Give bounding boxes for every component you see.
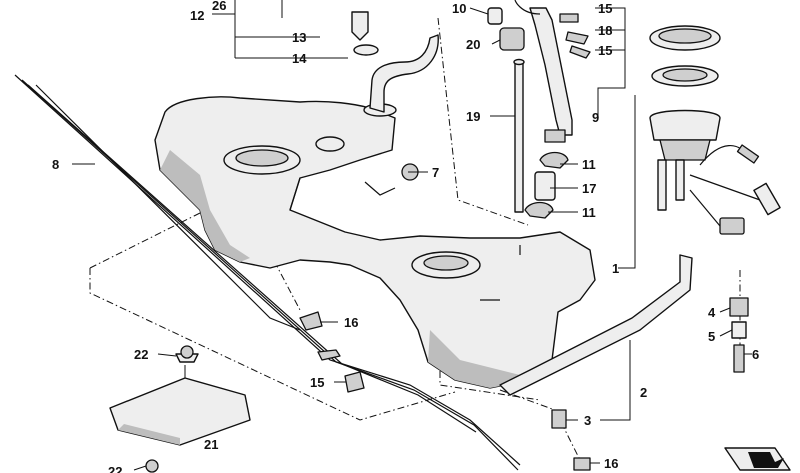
callout-7: 7 xyxy=(432,165,439,180)
callout-4: 4 xyxy=(708,305,716,320)
callout-21: 21 xyxy=(204,437,218,452)
tank-strap xyxy=(499,254,749,396)
leader-lines xyxy=(72,0,752,471)
callout-17: 17 xyxy=(582,181,596,196)
callout-15-bottom: 15 xyxy=(310,375,324,390)
fasteners xyxy=(145,11,591,473)
callout-8: 8 xyxy=(52,157,59,172)
callout-labels: 26 12 13 14 10 15 18 15 20 9 19 8 7 11 1… xyxy=(52,0,759,473)
fuel-pump-assembly xyxy=(649,25,781,235)
filler-pipe xyxy=(514,0,591,143)
callout-1: 1 xyxy=(612,261,619,276)
callout-5: 5 xyxy=(708,329,715,344)
callout-10: 10 xyxy=(452,1,466,16)
callout-22-top: 22 xyxy=(134,347,148,362)
fuel-lines xyxy=(14,74,521,471)
callout-20: 20 xyxy=(466,37,480,52)
callout-9: 9 xyxy=(592,110,599,125)
clamps-hoses xyxy=(487,7,569,219)
callout-15-mid: 15 xyxy=(598,43,612,58)
callout-11-top: 11 xyxy=(582,157,596,172)
fuel-tank xyxy=(154,96,596,389)
callout-26: 26 xyxy=(212,0,226,13)
vent-line xyxy=(513,58,525,213)
filler-neck-hose xyxy=(369,34,439,113)
heat-shield xyxy=(109,365,251,446)
callout-6: 6 xyxy=(752,347,759,362)
callout-15-top: 15 xyxy=(598,1,612,16)
callout-14: 14 xyxy=(292,51,307,66)
callout-2: 2 xyxy=(640,385,647,400)
callout-12: 12 xyxy=(190,8,204,23)
callout-13: 13 xyxy=(292,30,306,45)
callout-19: 19 xyxy=(466,109,480,124)
callout-16-mid: 16 xyxy=(344,315,358,330)
callout-22-bottom: 22 xyxy=(108,464,122,473)
callout-16-bottom: 16 xyxy=(604,456,618,471)
callout-11-bottom: 11 xyxy=(582,205,596,220)
callout-18: 18 xyxy=(598,23,612,38)
page-corner-arrow-icon xyxy=(724,447,791,471)
callout-3: 3 xyxy=(584,413,591,428)
